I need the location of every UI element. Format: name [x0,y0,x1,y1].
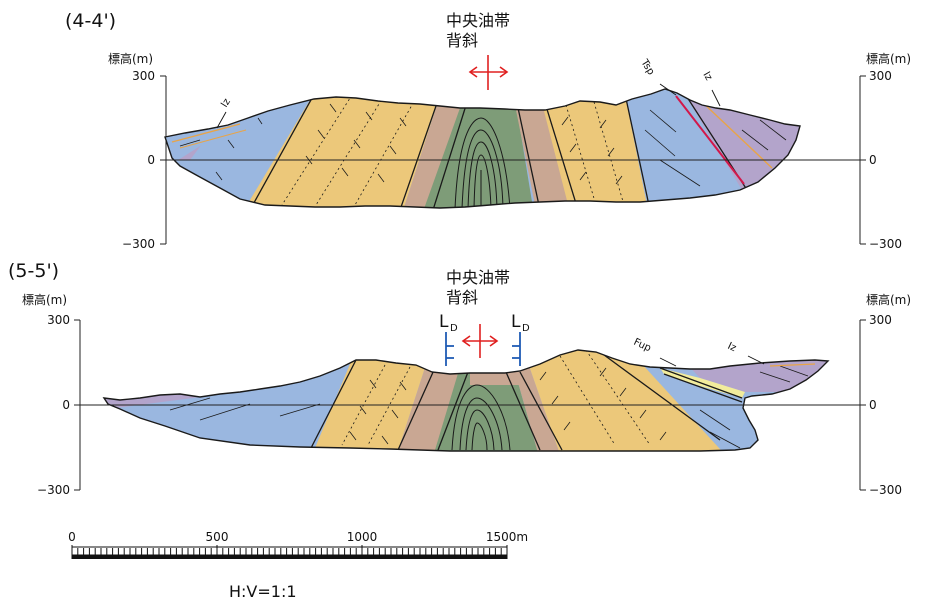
axis-title-left-2: 標高(m) [22,292,67,307]
tick-0-right-2: 0 [869,398,877,412]
section-1-outline [164,88,801,209]
unit-yellow-left-2 [310,350,434,451]
unit-pink-left [400,89,474,208]
anticline-label-line2: 背斜 [446,31,478,50]
section-2-outline [102,349,830,452]
section-2: (5-5') 中央油帯 背斜 L D L D 標高(m) 300 0 −3 [8,260,911,497]
tick-neg300-left: −300 [122,237,155,251]
scale-label-1000: 1000 [347,530,378,544]
tick-neg300-left-2: −300 [37,483,70,497]
anticline-axis-arrow-2 [461,324,499,358]
tick-300-right: 300 [869,69,892,83]
tick-0-right: 0 [869,153,877,167]
left-elevation-axis-2: 標高(m) 300 0 −300 [22,292,81,497]
tick-neg300-right: −300 [869,237,902,251]
tsp-label: Tsp [638,57,656,77]
svg-text:D: D [522,323,530,334]
tick-300-left-2: 300 [47,313,70,327]
axis-title-right-2: 標高(m) [866,292,911,307]
tick-neg300-right-2: −300 [869,483,902,497]
section-1-strata [165,89,800,208]
fup-label: Fup [632,337,653,355]
tick-300-right-2: 300 [869,313,892,327]
axis-title-left: 標高(m) [108,51,153,66]
right-elevation-axis: 標高(m) 300 0 −300 [859,51,911,251]
section-1-label: (4-4') [65,10,116,32]
scale-label-0: 0 [68,530,76,544]
tick-0-left-2: 0 [62,398,70,412]
anticline-label-2-line1: 中央油帯 [446,268,510,287]
anticline-label-line1: 中央油帯 [446,11,510,30]
unit-pink-right [510,89,578,208]
unit-green-core [420,89,535,208]
tick-300-left: 300 [132,69,155,83]
iz-label-left: Iz [219,97,233,110]
unit-yellow-right [536,89,650,208]
svg-text:L: L [511,312,521,332]
left-elevation-axis: 標高(m) 300 0 −300 [108,51,167,251]
right-elevation-axis-2: 標高(m) 300 0 −300 [859,292,911,497]
axis-title-right: 標高(m) [866,51,911,66]
section-1: (4-4') 中央油帯 背斜 標高(m) 300 0 −300 標高(m) [65,10,911,251]
scale-ratio: H:V=1:1 [229,582,297,601]
iz-label-2: Iz [726,341,738,354]
svg-text:D: D [450,323,458,334]
ld-marker-left: L D [439,312,458,366]
section-2-strata [104,350,828,451]
iz-label-right: Iz [700,70,714,83]
anticline-label-2-line2: 背斜 [446,288,478,307]
section-2-label: (5-5') [8,260,59,282]
tick-0-left: 0 [147,153,155,167]
svg-text:L: L [439,312,449,332]
scale-bar: 0 500 1000 1500m [68,530,528,559]
ld-marker-right: L D [511,312,530,366]
unit-yellow-left [238,89,445,208]
anticline-axis-arrow [468,55,509,90]
scale-label-1500: 1500m [486,530,528,544]
scale-label-500: 500 [206,530,229,544]
unit-yellow-right-2 [520,350,730,451]
fault-tsp [675,95,745,185]
